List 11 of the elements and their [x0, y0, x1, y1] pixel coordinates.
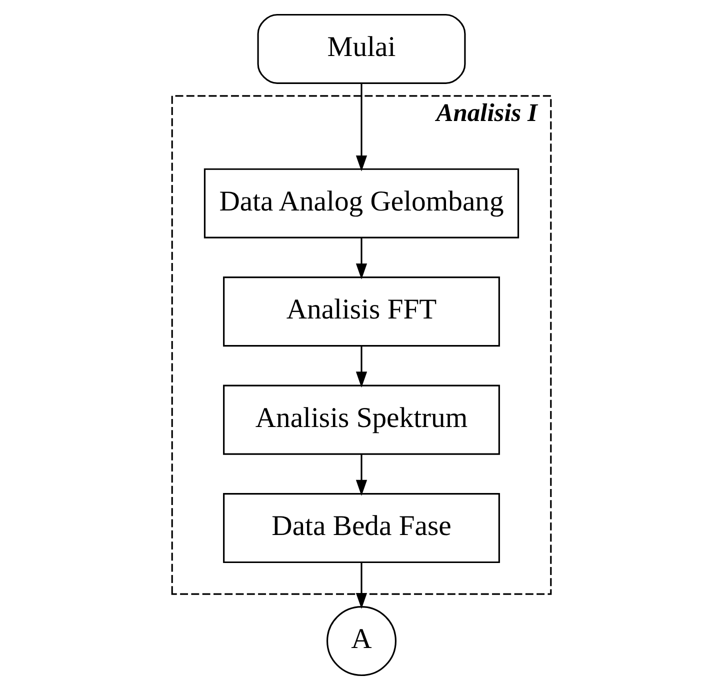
node-circle: A	[326, 606, 396, 676]
arrow	[355, 238, 367, 280]
node-box: Mulai	[256, 14, 466, 84]
arrow	[355, 83, 367, 172]
node-box: Data Beda Fase	[222, 493, 500, 564]
node-box: Analisis Spektrum	[222, 384, 500, 455]
arrow	[355, 562, 367, 609]
node-box: Data Analog Gelombang	[203, 168, 519, 238]
arrow	[355, 454, 367, 496]
node-box: Analisis FFT	[222, 276, 500, 347]
arrow	[355, 346, 367, 388]
